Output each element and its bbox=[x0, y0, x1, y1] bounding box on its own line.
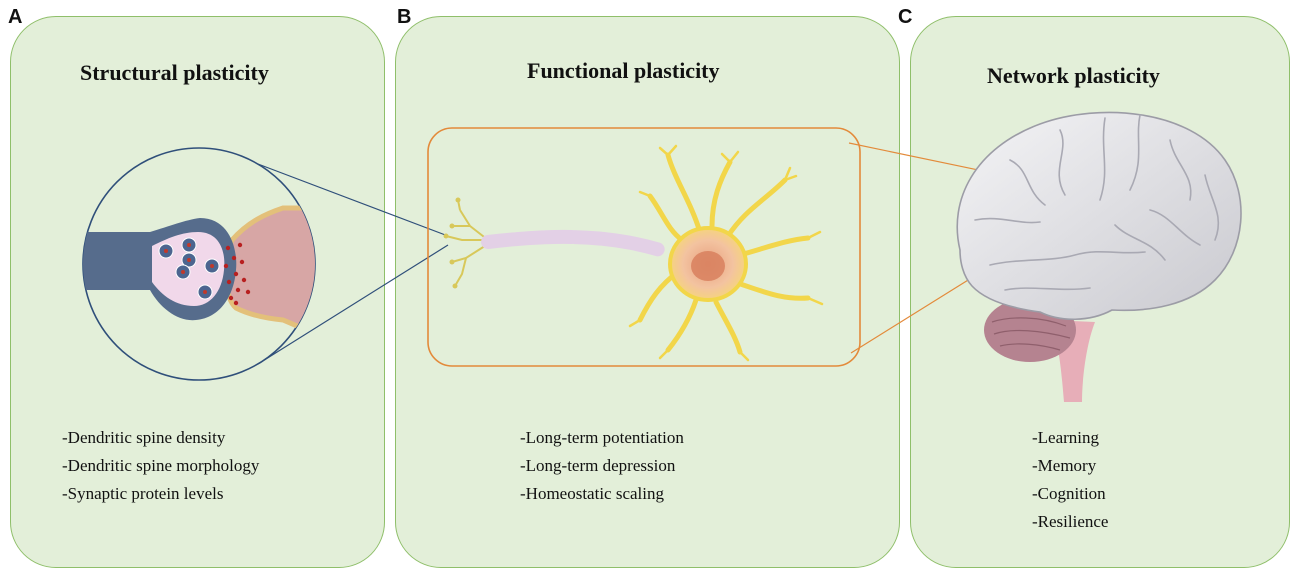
synapse-icon bbox=[82, 147, 316, 381]
list-item: -Long-term depression bbox=[520, 456, 676, 475]
list-item: -Learning bbox=[1032, 428, 1100, 447]
list-network: -Learning -Memory -Cognition -Resilience bbox=[1032, 424, 1108, 536]
title-network: Network plasticity bbox=[987, 63, 1160, 88]
panel-functional bbox=[395, 16, 900, 568]
list-structural: -Dendritic spine density -Dendritic spin… bbox=[62, 424, 259, 508]
neuron-zoom-box bbox=[427, 127, 861, 367]
list-item: -Memory bbox=[1032, 456, 1097, 475]
panel-letter-c: C bbox=[898, 6, 913, 28]
list-functional: -Long-term potentiation -Long-term depre… bbox=[520, 424, 684, 508]
list-item: -Homeostatic scaling bbox=[520, 484, 664, 503]
neuron-icon bbox=[443, 144, 824, 362]
panel-letter-b: B bbox=[397, 6, 412, 28]
list-item: -Resilience bbox=[1032, 512, 1109, 531]
zoom-lines-a-b bbox=[257, 163, 449, 365]
title-structural: Structural plasticity bbox=[80, 60, 269, 85]
panel-letter-a: A bbox=[8, 6, 23, 28]
title-functional: Functional plasticity bbox=[527, 58, 720, 83]
list-item: -Dendritic spine density bbox=[62, 428, 226, 447]
list-item: -Dendritic spine morphology bbox=[62, 456, 260, 475]
brain-icon bbox=[956, 111, 1242, 402]
list-item: -Synaptic protein levels bbox=[62, 484, 224, 503]
list-item: -Long-term potentiation bbox=[520, 428, 684, 447]
list-item: -Cognition bbox=[1032, 484, 1106, 503]
